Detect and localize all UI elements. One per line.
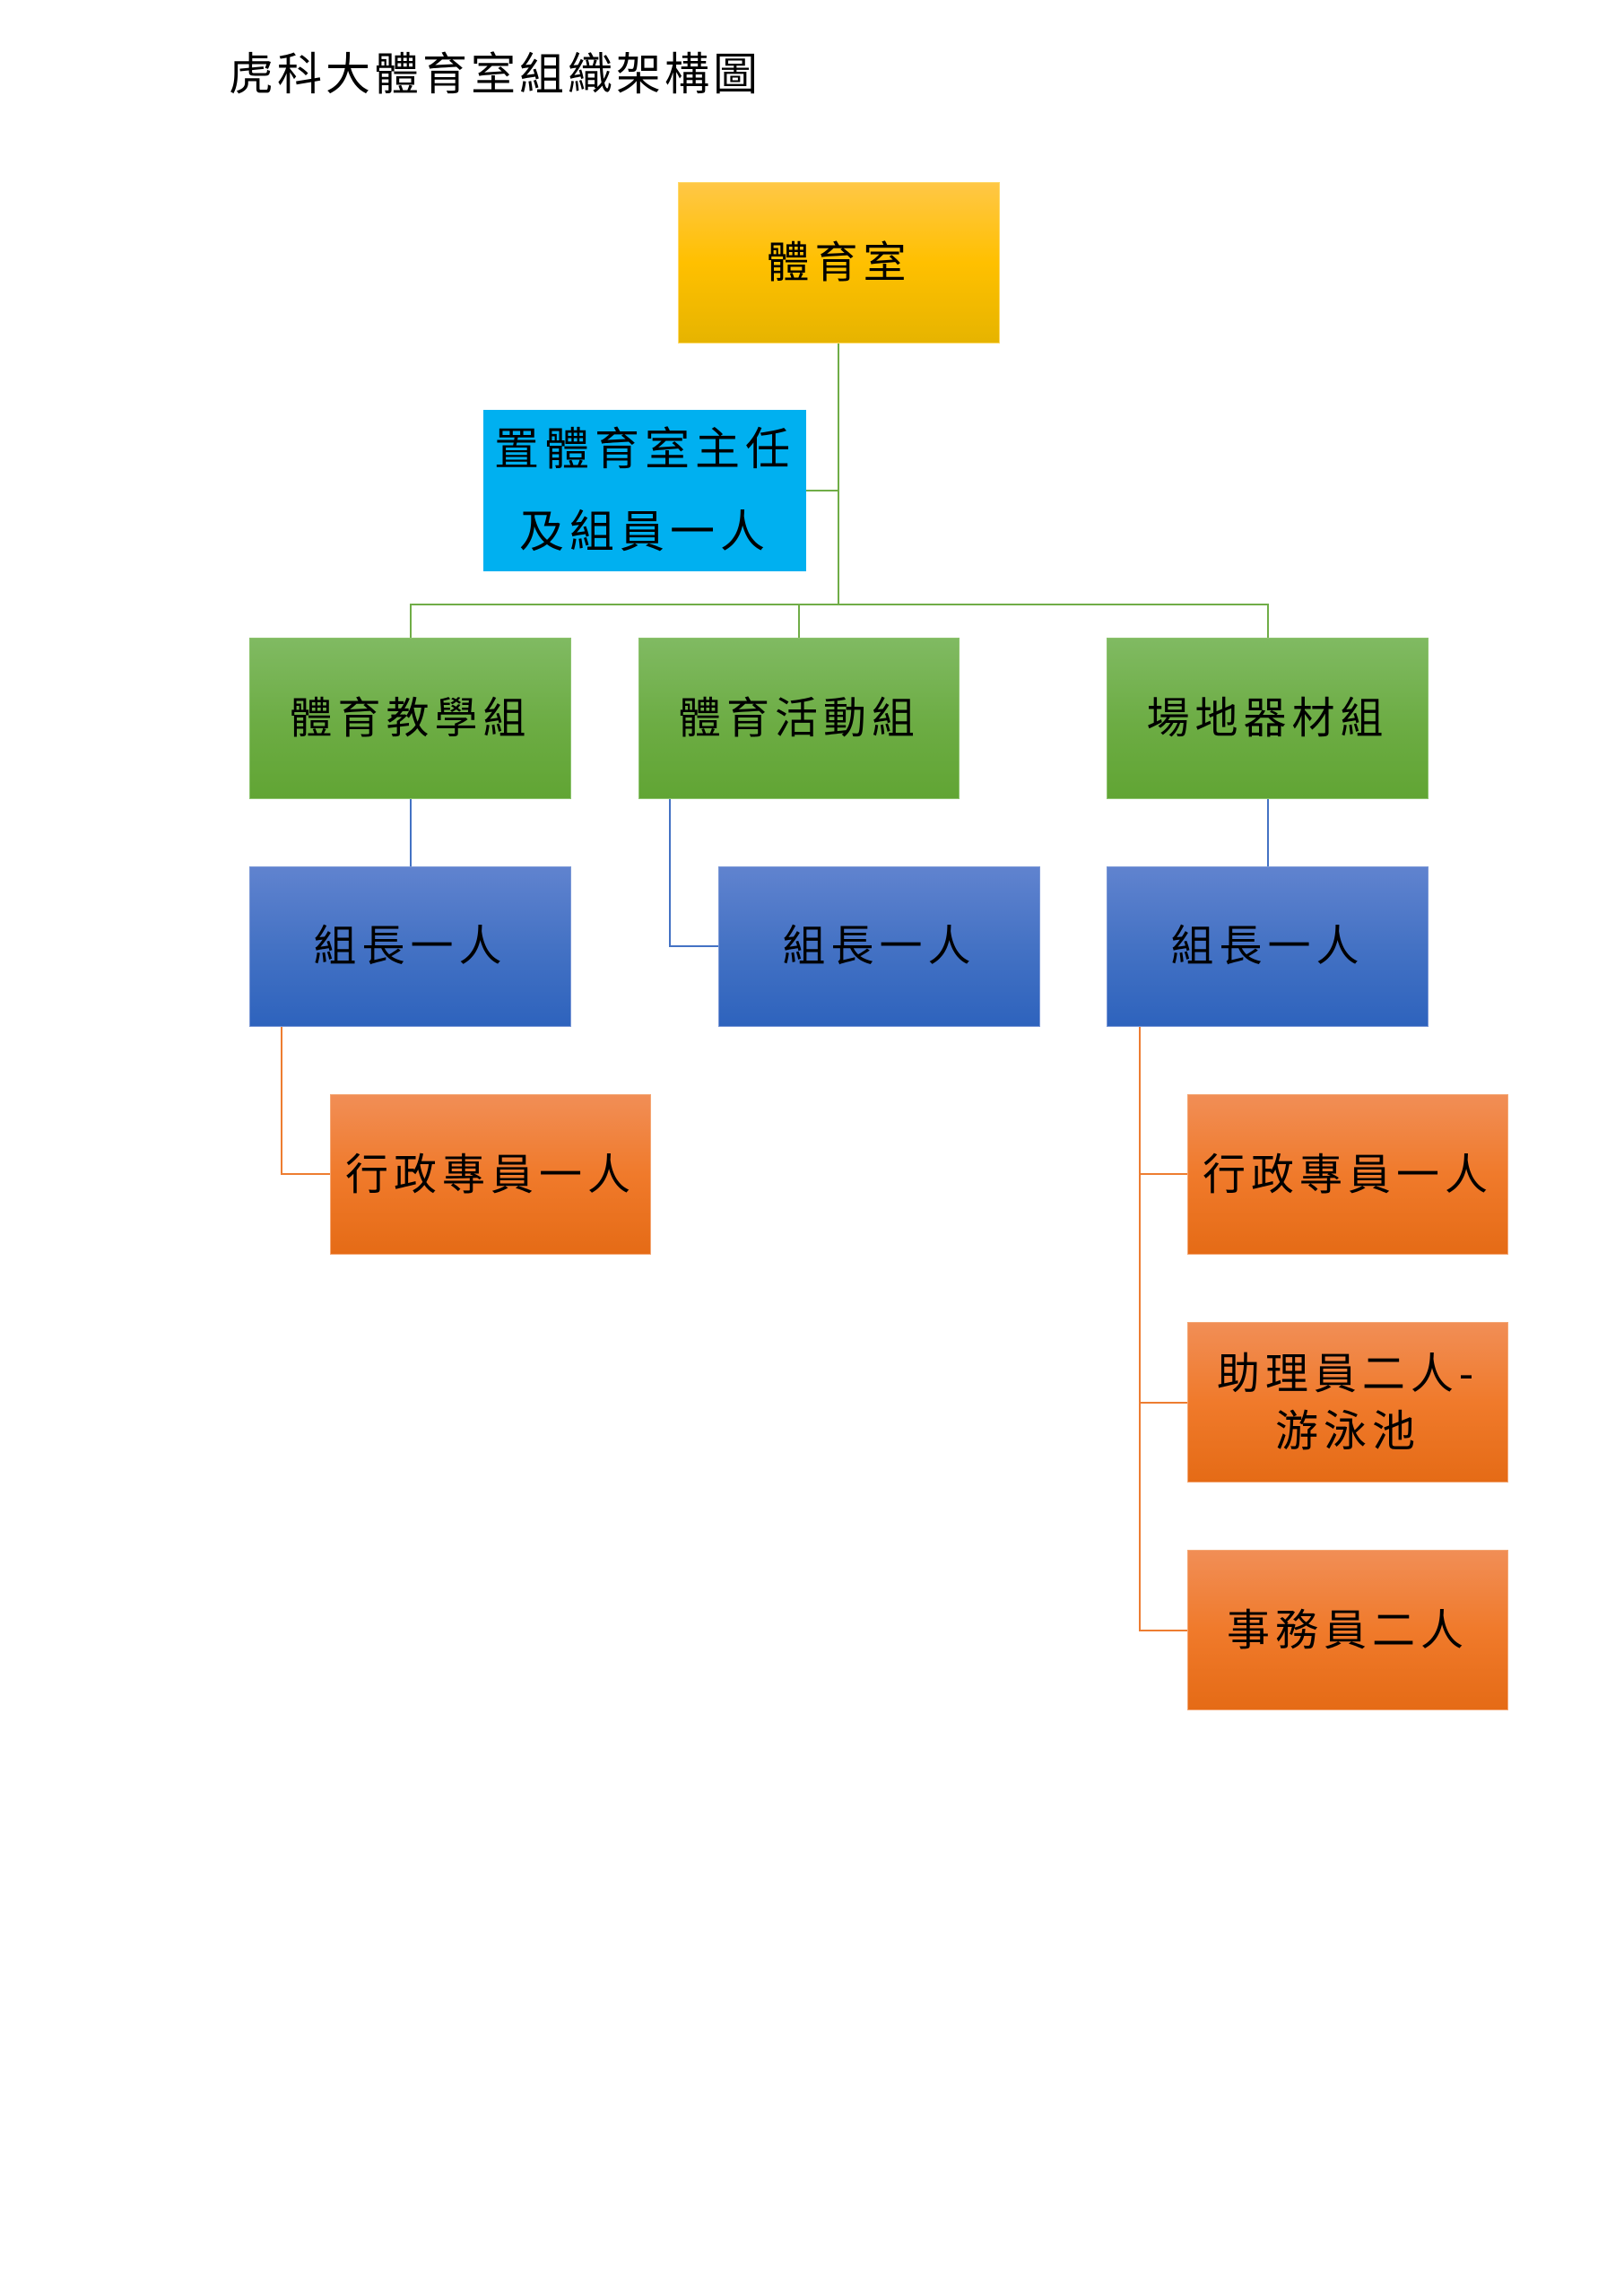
node-staff-facilities-clerk-label: 事務員二人 bbox=[1226, 1605, 1469, 1656]
connector-division-2 bbox=[798, 604, 800, 638]
node-assistant-line1: 置體育室主任 bbox=[494, 423, 795, 475]
node-root: 體育室 bbox=[678, 182, 1000, 344]
node-division-facilities: 場地器材組 bbox=[1107, 638, 1429, 799]
node-division-facilities-label: 場地器材組 bbox=[1146, 692, 1389, 744]
page-title: 虎科大體育室組織架構圖 bbox=[229, 48, 761, 100]
node-leader-teaching-label: 組長一人 bbox=[313, 921, 508, 972]
node-leader-facilities-label: 組長一人 bbox=[1170, 921, 1365, 972]
connector-leader-3 bbox=[1267, 799, 1269, 866]
node-staff-facilities-pool: 助理員二人- 游泳池 bbox=[1187, 1322, 1508, 1483]
connector-staff-3c bbox=[1139, 1630, 1187, 1631]
node-division-activities-label: 體育活動組 bbox=[677, 692, 920, 744]
node-staff-teaching-admin-label: 行政專員一人 bbox=[344, 1149, 636, 1200]
node-leader-teaching: 組長一人 bbox=[249, 866, 571, 1027]
connector-division-1 bbox=[410, 604, 412, 638]
connector-leader-2-vertical bbox=[669, 799, 671, 947]
connector-root-vertical bbox=[838, 344, 839, 605]
connector-leader-2-horizontal bbox=[669, 945, 718, 947]
connector-staff-3b bbox=[1139, 1402, 1187, 1404]
node-division-teaching-label: 體育教學組 bbox=[289, 692, 532, 744]
node-division-teaching: 體育教學組 bbox=[249, 638, 571, 799]
connector-staff-3a bbox=[1139, 1173, 1187, 1175]
node-leader-activities-label: 組長一人 bbox=[782, 921, 977, 972]
connector-leader-1 bbox=[410, 799, 412, 866]
connector-division-bus bbox=[410, 604, 1269, 605]
node-leader-activities: 組長一人 bbox=[718, 866, 1040, 1027]
node-staff-facilities-clerk: 事務員二人 bbox=[1187, 1550, 1508, 1710]
connector-staff-3-vertical bbox=[1139, 1027, 1141, 1631]
node-assistant: 置體育室主任 及組員一人 bbox=[483, 410, 806, 571]
connector-division-3 bbox=[1267, 604, 1269, 638]
connector-staff-1-horizontal bbox=[281, 1173, 330, 1175]
node-staff-teaching-admin: 行政專員一人 bbox=[330, 1094, 651, 1255]
connector-assistant bbox=[806, 490, 838, 491]
node-staff-facilities-admin-label: 行政專員一人 bbox=[1202, 1149, 1493, 1200]
node-staff-facilities-pool-line1: 助理員二人- bbox=[1216, 1348, 1480, 1399]
node-root-label: 體育室 bbox=[766, 237, 912, 288]
node-division-activities: 體育活動組 bbox=[638, 638, 960, 799]
node-staff-facilities-admin: 行政專員一人 bbox=[1187, 1094, 1508, 1255]
connector-staff-1-vertical bbox=[281, 1027, 282, 1175]
node-staff-facilities-pool-line2: 游泳池 bbox=[1274, 1405, 1420, 1457]
node-assistant-line2: 及組員一人 bbox=[519, 506, 770, 558]
node-leader-facilities: 組長一人 bbox=[1107, 866, 1429, 1027]
